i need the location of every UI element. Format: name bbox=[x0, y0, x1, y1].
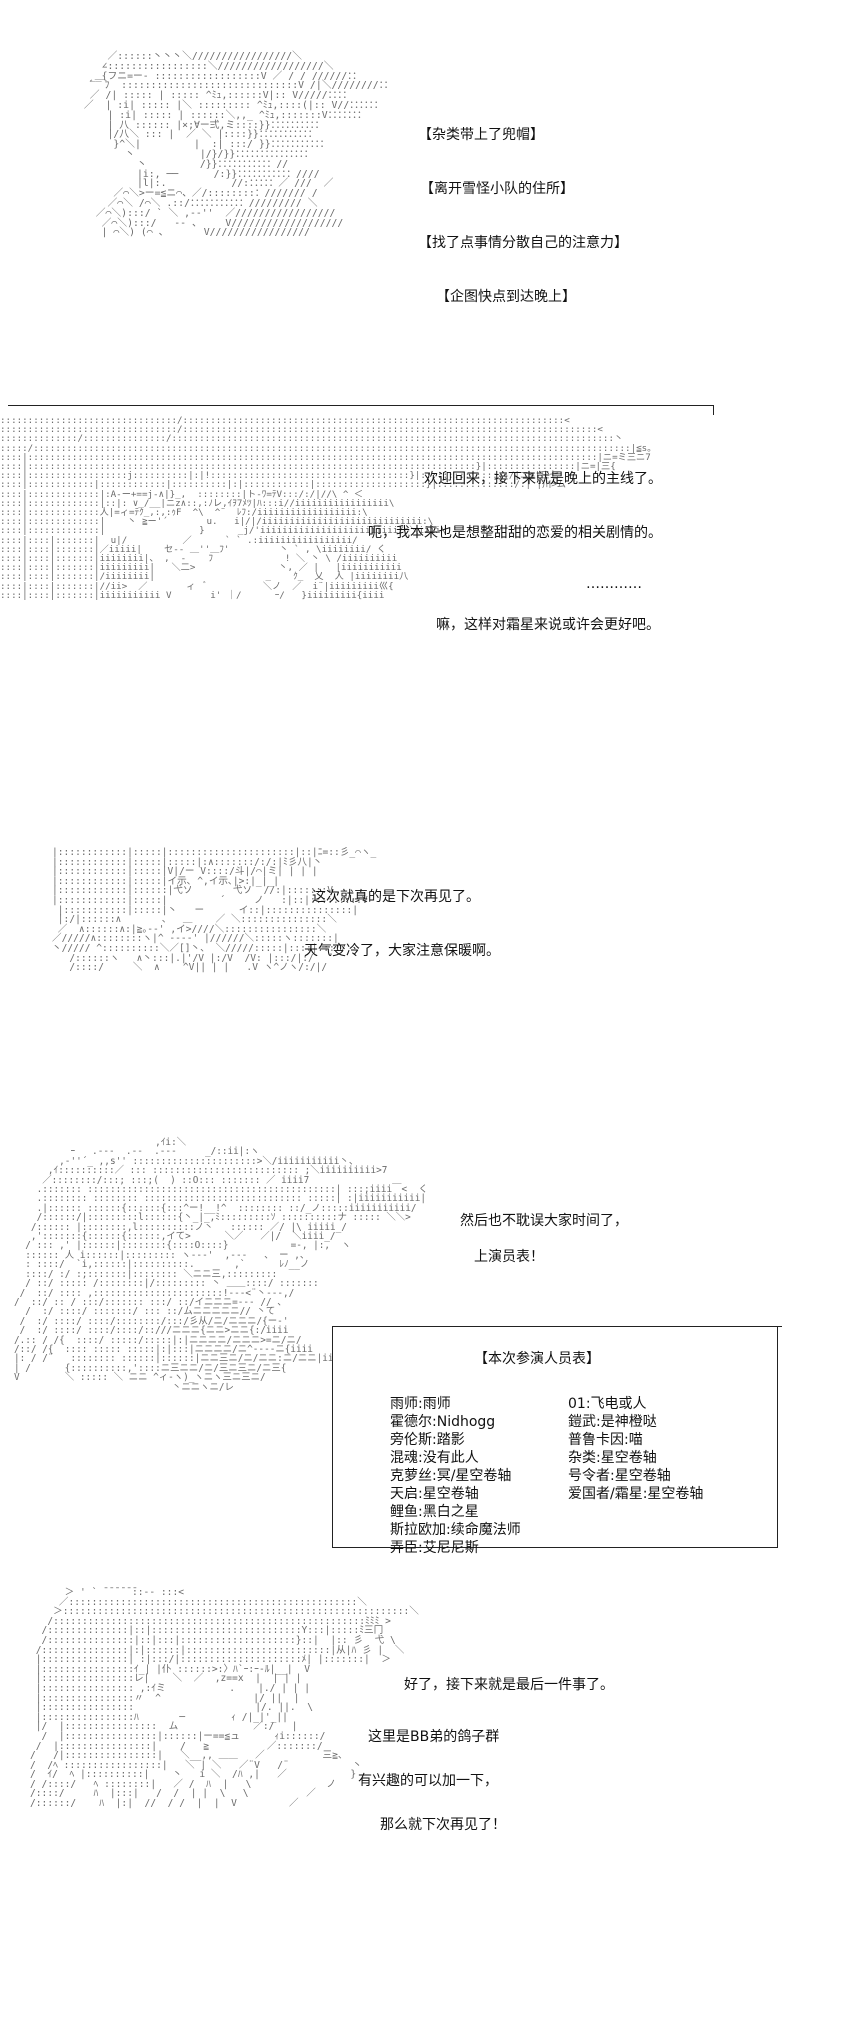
caption-14: 这里是BB弟的鸽子群 bbox=[368, 1729, 500, 1745]
caption-12: 上演员表！ bbox=[474, 1249, 544, 1265]
cast-box-top-extension bbox=[332, 1326, 782, 1327]
cast-left-2: 霍德尔:Nidhogg bbox=[390, 1414, 496, 1430]
caption-7: ………… bbox=[586, 576, 642, 592]
caption-13: 好了，接下来就是最后一件事了。 bbox=[404, 1677, 614, 1693]
cast-left-5: 克萝丝:冥/星空卷轴 bbox=[390, 1468, 512, 1484]
cast-right-6: 爱国者/霜星:星空卷轴 bbox=[568, 1486, 704, 1502]
caption-15: 有兴趣的可以加一下， bbox=[358, 1773, 498, 1789]
cast-left-1: 雨师:雨师 bbox=[390, 1396, 451, 1412]
caption-4: 【企图快点到达晚上】 bbox=[436, 289, 576, 305]
caption-8: 嘛，这样对霜星来说或许会更好吧。 bbox=[436, 617, 660, 633]
cast-list-title: 【本次参演人员表】 bbox=[474, 1351, 600, 1367]
caption-10: 天气变冷了，大家注意保暖啊。 bbox=[304, 943, 500, 959]
ascii-art-character-cast-intro: ,ｲi:＼ ｰ .--- .-- .--- _/::ii|:ヽ ,-''´_ ,… bbox=[14, 1137, 428, 1393]
cast-left-9: 弄臣:艾尼尼斯 bbox=[390, 1540, 479, 1556]
cast-right-5: 号令者:星空卷轴 bbox=[568, 1468, 671, 1484]
cast-right-1: 01:飞电或人 bbox=[568, 1396, 647, 1412]
cast-left-3: 旁伦斯:踏影 bbox=[390, 1432, 465, 1448]
cast-left-6: 天启:星空卷轴 bbox=[390, 1486, 479, 1502]
caption-6: 呃，我本来也是想整甜甜的恋爱的相关剧情的。 bbox=[368, 525, 662, 541]
cast-left-8: 斯拉欧加:续命魔法师 bbox=[390, 1522, 521, 1538]
caption-5: 欢迎回来，接下来就是晚上的主线了。 bbox=[424, 471, 662, 487]
ascii-art-character-smiling: ::::::::::::::::::::::::::::::::/:::::::… bbox=[0, 415, 657, 601]
caption-11: 然后也不耽误大家时间了， bbox=[460, 1213, 628, 1229]
ascii-art-hooded-figure: ／::::::丶丶丶＼/////////////////＼ ∠:::::::::… bbox=[83, 51, 394, 239]
caption-16: 那么就下次再见了！ bbox=[380, 1817, 506, 1833]
cast-right-4: 杂类:星空卷轴 bbox=[568, 1450, 657, 1466]
caption-3: 【找了点事情分散自己的注意力】 bbox=[418, 235, 628, 251]
cast-left-7: 鲤鱼:黑白之星 bbox=[390, 1504, 479, 1520]
cast-right-2: 鎧武:是神橙哒 bbox=[568, 1414, 657, 1430]
ascii-art-character-farewell: ＞ ' ` ̄ ̄ ̄ ̄ ̄ ̄::-- :::< ／::::::::::::… bbox=[30, 1587, 419, 1810]
cast-left-4: 混魂:没有此人 bbox=[390, 1450, 479, 1466]
panel-2-right-tick bbox=[713, 405, 714, 415]
cast-list-box bbox=[332, 1326, 778, 1548]
caption-1: 【杂类带上了兜帽】 bbox=[418, 127, 544, 143]
caption-9: 这次就真的是下次再见了。 bbox=[312, 889, 480, 905]
panel-2-top-rule bbox=[8, 405, 714, 406]
ascii-art-character-goodbye: |::::::::::::|:::::|::::::::::::::::::::… bbox=[52, 847, 377, 974]
caption-2: 【离开雪怪小队的住所】 bbox=[420, 181, 574, 197]
cast-right-3: 普鲁卡因:喵 bbox=[568, 1432, 643, 1448]
